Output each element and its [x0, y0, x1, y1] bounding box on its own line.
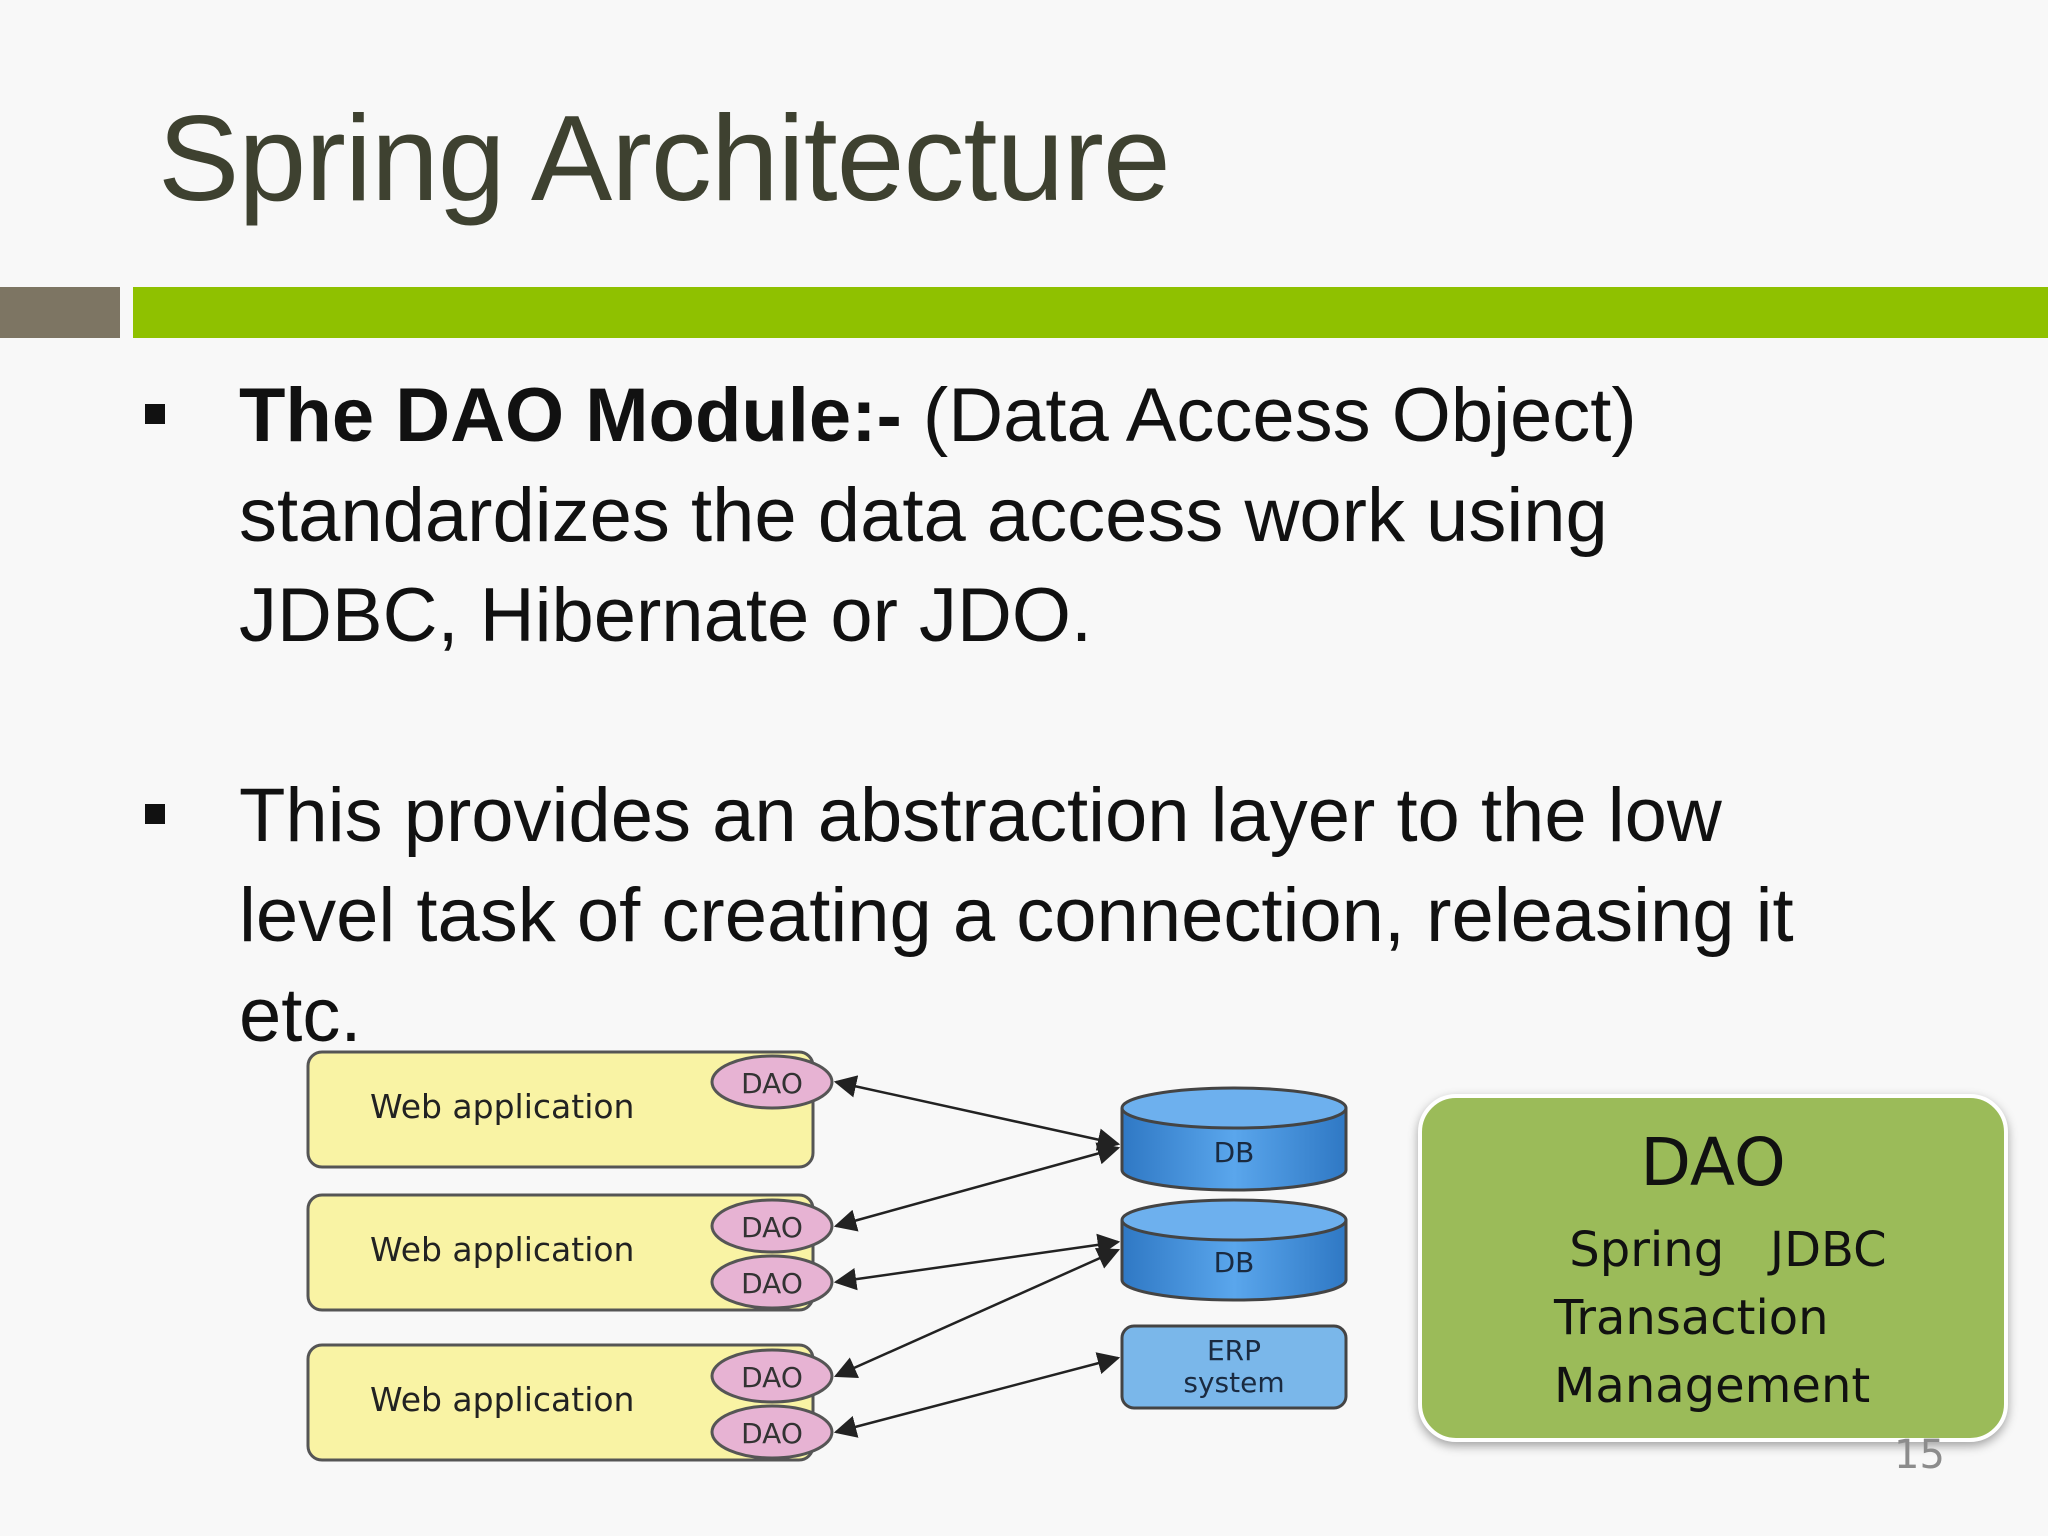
bullet-1-line-2: standardizes the data access work using	[239, 473, 1608, 558]
dao-label-4: DAO	[741, 1361, 803, 1394]
bullet-1-bold-lead: The DAO Module:-	[239, 373, 902, 458]
bullet-2-line-2: level task of creating a connection, rel…	[239, 873, 1794, 958]
web-app-box-1: Web application	[306, 1050, 815, 1169]
dao-architecture-diagram: Web application Web application Web appl…	[306, 1050, 1348, 1462]
bullet-2-line-3: etc.	[239, 973, 362, 1058]
arrow-dao5-erp	[833, 1352, 1121, 1438]
web-app-label-1: Web application	[370, 1087, 634, 1126]
web-app-label-2: Web application	[370, 1230, 634, 1269]
bullet-1-line-1-rest: (Data Access Object)	[901, 373, 1637, 458]
callout-line-3: Management	[1554, 1358, 1871, 1414]
callout-line-2: Transaction	[1554, 1290, 1829, 1346]
callout-line-1: Spring JDBC	[1554, 1222, 1887, 1278]
arrow-dao2-db1	[833, 1142, 1121, 1232]
db-label-2: DB	[1214, 1246, 1255, 1279]
bullet-marker-1	[145, 404, 165, 424]
bullet-2-line-1: This provides an abstraction layer to th…	[239, 773, 1722, 858]
dao-node-2: DAO	[710, 1198, 834, 1254]
web-app-box-2: Web application	[306, 1193, 815, 1312]
arrow-dao1-db1	[833, 1075, 1121, 1151]
erp-system-box: ERP system	[1120, 1324, 1348, 1410]
db-cylinder-2: DB	[1120, 1198, 1348, 1302]
dao-label-3: DAO	[741, 1267, 803, 1300]
dao-callout-box: DAO Spring JDBC Transaction Management	[1418, 1094, 2008, 1442]
connection-arrows	[833, 1075, 1121, 1438]
erp-label-line-1: ERP	[1207, 1334, 1261, 1367]
dao-node-1: DAO	[710, 1054, 834, 1110]
dao-label-5: DAO	[741, 1417, 803, 1450]
bullet-1-line-3: JDBC, Hibernate or JDO.	[239, 573, 1093, 658]
db-cylinder-1: DB	[1120, 1086, 1348, 1192]
web-app-label-3: Web application	[370, 1380, 634, 1419]
bullet-1-line-1: The DAO Module:- (Data Access Object)	[239, 366, 1959, 466]
arrow-dao4-db2	[833, 1247, 1121, 1379]
dao-label-1: DAO	[741, 1067, 803, 1100]
dao-node-5: DAO	[710, 1404, 834, 1460]
page-number: 15	[1894, 1432, 1945, 1478]
slide-title: Spring Architecture	[158, 90, 1171, 226]
header-accent-green	[133, 287, 2048, 338]
web-app-box-3: Web application	[306, 1343, 815, 1462]
bullet-marker-2	[145, 804, 165, 824]
dao-node-3: DAO	[710, 1254, 834, 1310]
header-accent-gray	[0, 287, 120, 338]
bullet-text-1: The DAO Module:- (Data Access Object) st…	[239, 366, 1959, 666]
dao-label-2: DAO	[741, 1211, 803, 1244]
db-label-1: DB	[1214, 1136, 1255, 1169]
dao-node-4: DAO	[710, 1348, 834, 1404]
arrow-dao3-db2	[833, 1233, 1121, 1291]
callout-title: DAO	[1640, 1124, 1786, 1201]
erp-label-line-2: system	[1183, 1366, 1284, 1399]
bullet-text-2: This provides an abstraction layer to th…	[239, 766, 1959, 1066]
